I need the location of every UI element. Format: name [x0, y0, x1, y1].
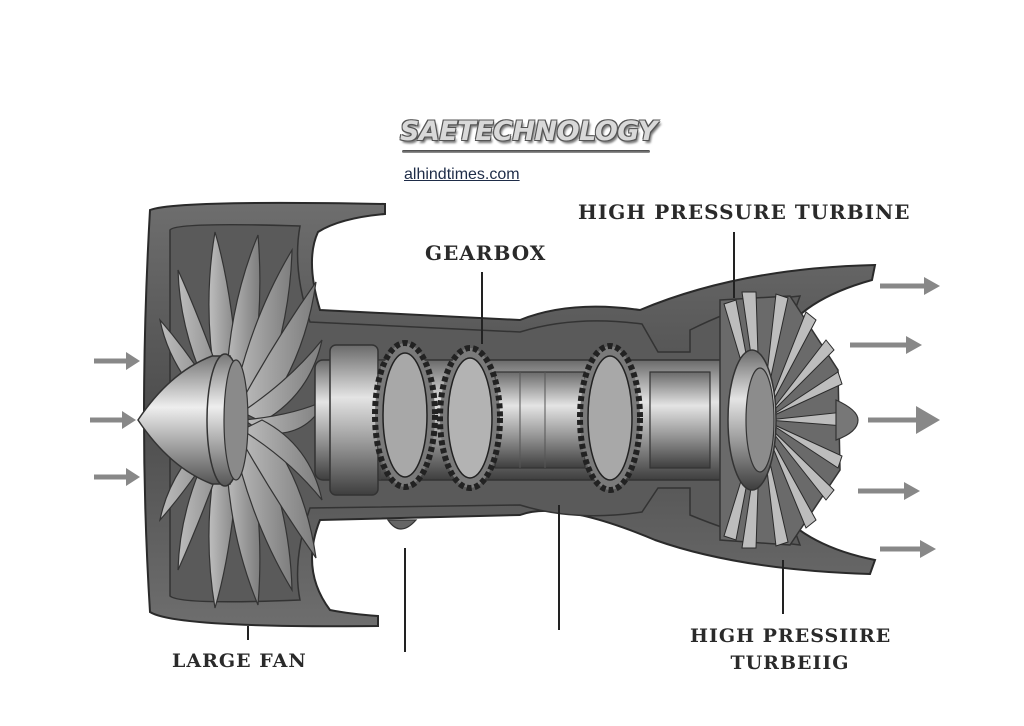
label-hpt-bottom-line1: HIGH PRESSIIRE	[690, 625, 892, 647]
label-large-fan: LARGE FAN	[172, 650, 307, 672]
lower-fitting	[386, 519, 418, 530]
site-link[interactable]: alhindtimes.com	[404, 166, 520, 183]
label-hpt-bottom-line2: TURBEIIG	[730, 652, 850, 674]
gearbox-gears	[372, 340, 643, 493]
brand-logo-text: SAETECHNOLOGY	[400, 116, 657, 147]
brand-logo: SAETECHNOLOGY	[400, 114, 660, 158]
inlet-arrows	[90, 352, 140, 486]
exhaust-arrows	[850, 277, 940, 558]
label-high-pressure-turbine-bottom: HIGH PRESSIIRE TURBEIIG	[690, 623, 890, 677]
nose-cone	[137, 353, 249, 487]
leader-lines	[247, 232, 784, 652]
brand-logo-underline	[402, 150, 650, 153]
label-gearbox: GEARBOX	[425, 241, 547, 265]
label-high-pressure-turbine: HIGH PRESSURE TURBINE	[578, 200, 911, 224]
turbine-rotor	[719, 291, 859, 549]
